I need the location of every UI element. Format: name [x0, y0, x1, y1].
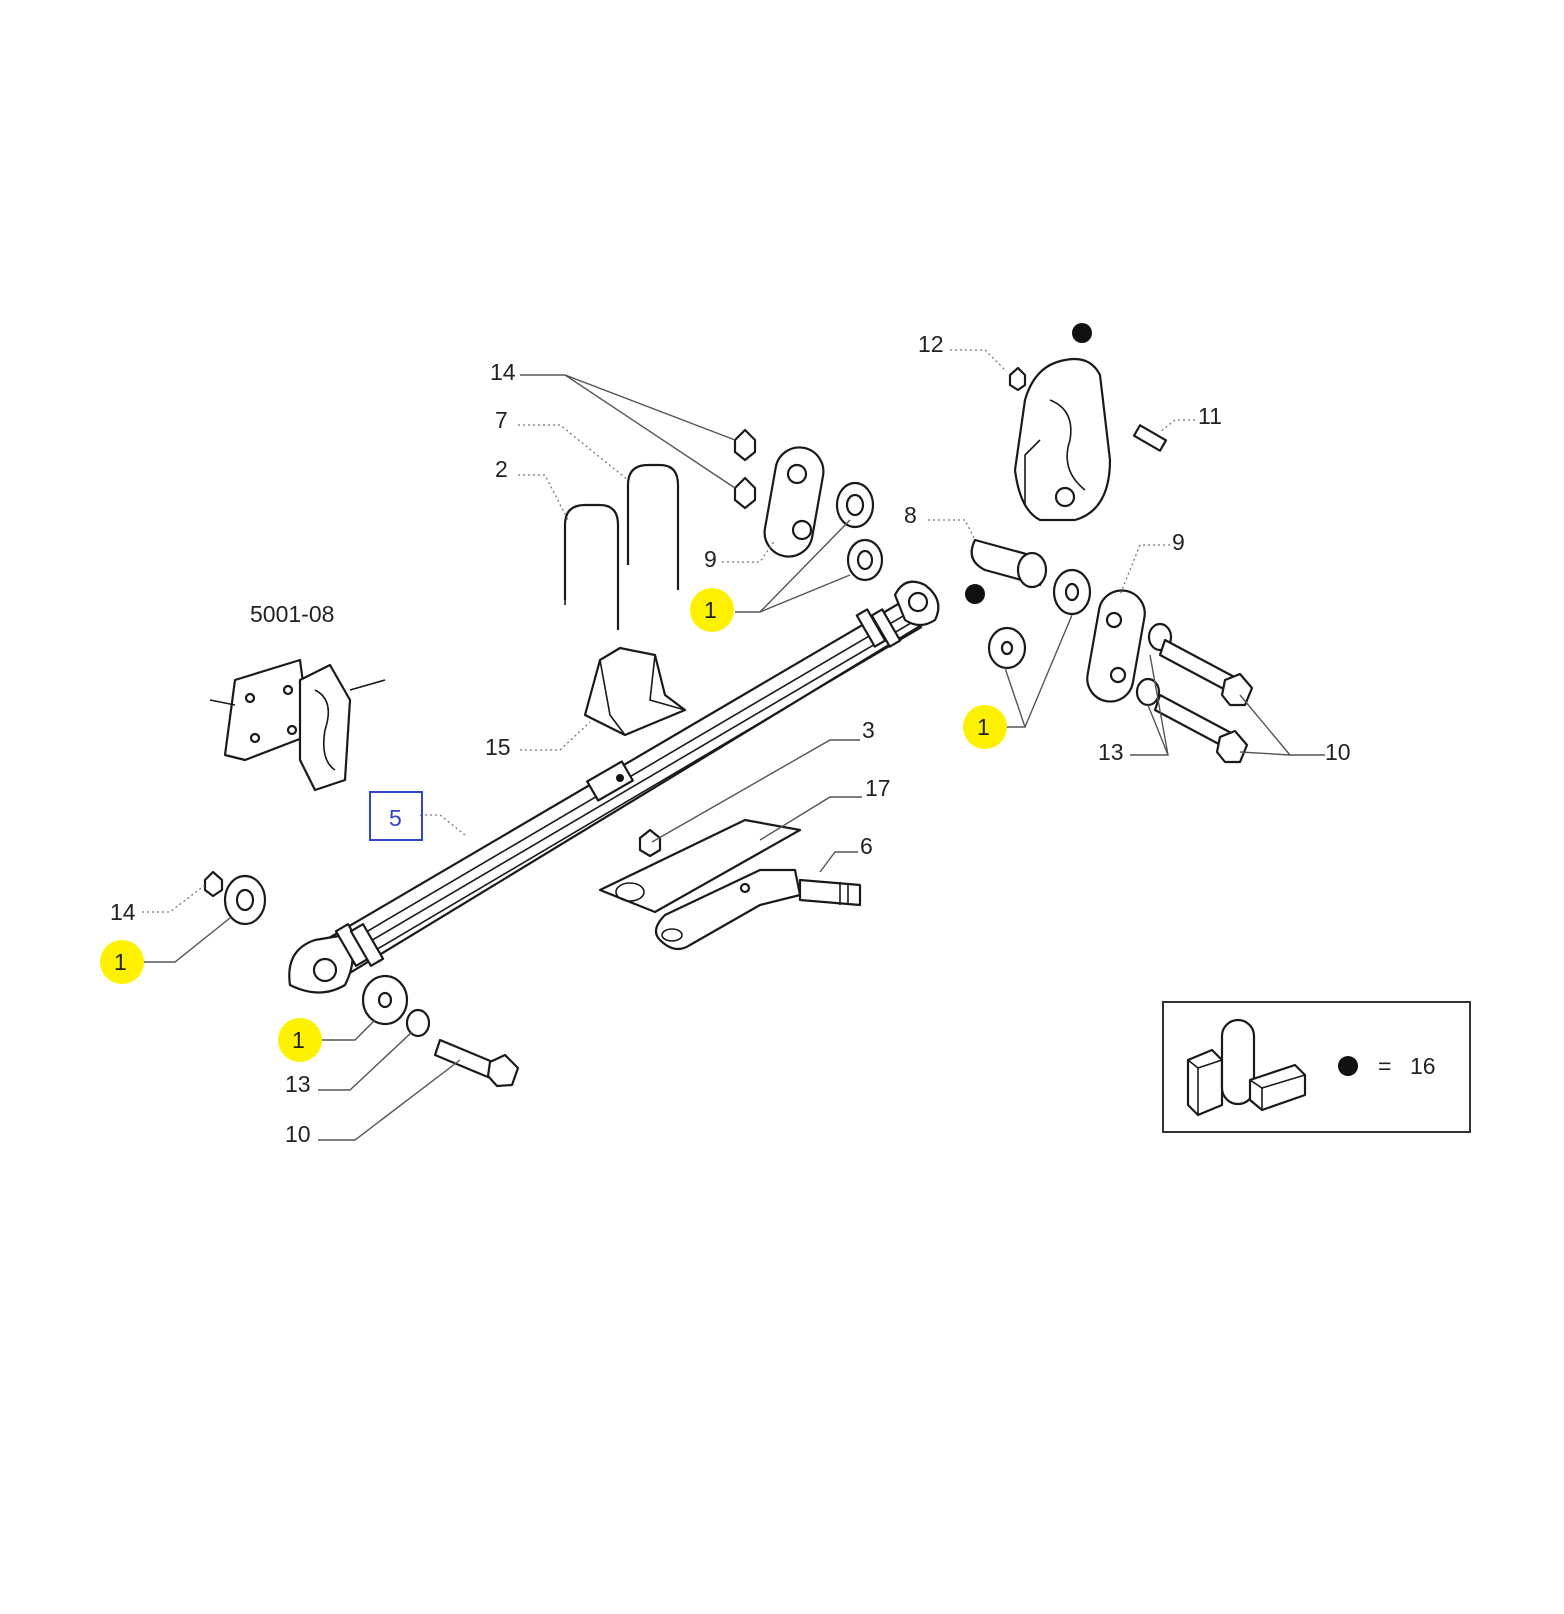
callout-1-bottom[interactable]: 1 — [292, 1027, 305, 1053]
callout-7[interactable]: 7 — [495, 407, 508, 433]
callout-1-top[interactable]: 1 — [704, 597, 717, 623]
kit-boxes-icon — [1186, 1018, 1307, 1117]
marker-dot-top — [1072, 323, 1092, 343]
bracket-6 — [654, 868, 862, 951]
highlight-1-left — [100, 940, 144, 984]
callout-10-right[interactable]: 10 — [1325, 739, 1351, 765]
callout-17[interactable]: 17 — [865, 775, 891, 801]
upper-shackle — [733, 428, 884, 582]
front-bracket-reference — [209, 658, 386, 792]
callout-13-bottom[interactable]: 13 — [285, 1071, 311, 1097]
u-bolts — [563, 463, 680, 630]
legend-box: = 16 — [1162, 1001, 1471, 1133]
callout-14-top[interactable]: 14 — [490, 359, 516, 385]
highlight-1-right — [963, 705, 1007, 749]
callout-9-top[interactable]: 9 — [704, 546, 717, 572]
callout-5[interactable]: 5 — [389, 805, 402, 831]
spring-saddle — [583, 646, 687, 737]
front-pin-parts — [203, 870, 520, 1088]
callout-11[interactable]: 11 — [1198, 403, 1222, 429]
nut-3 — [638, 828, 662, 858]
highlight-markers — [100, 588, 1007, 1062]
legend-dot — [1338, 1056, 1358, 1076]
legend-value: 16 — [1410, 1053, 1436, 1079]
highlight-1-top — [690, 588, 734, 632]
callout-14-left[interactable]: 14 — [110, 899, 136, 925]
rear-hanger-bracket — [1008, 357, 1168, 522]
callout-3[interactable]: 3 — [862, 717, 875, 743]
callout-8[interactable]: 8 — [904, 502, 917, 528]
callout-15[interactable]: 15 — [485, 734, 511, 760]
callout-1-left[interactable]: 1 — [114, 949, 127, 975]
marker-dot-left — [965, 584, 985, 604]
callout-12[interactable]: 12 — [918, 331, 944, 357]
reference-label[interactable]: 5001-08 — [250, 601, 334, 627]
callout-10-bottom[interactable]: 10 — [285, 1121, 311, 1147]
highlight-1-bottom — [278, 1018, 322, 1062]
rear-shackle-assembly — [970, 538, 1254, 764]
shim-plate — [598, 818, 802, 914]
legend-equals: = — [1378, 1053, 1391, 1079]
callout-labels: 14 7 2 9 1 12 11 8 9 1 13 10 15 3 17 6 1… — [110, 331, 1351, 1147]
callout-1-right[interactable]: 1 — [977, 714, 990, 740]
callout-9-right[interactable]: 9 — [1172, 529, 1185, 555]
leaf-spring — [288, 580, 940, 994]
leader-lines — [142, 349, 1325, 1141]
link-box-5[interactable]: 5 — [369, 791, 423, 841]
callout-13-right[interactable]: 13 — [1098, 739, 1124, 765]
callout-6[interactable]: 6 — [860, 833, 873, 859]
callout-2[interactable]: 2 — [495, 456, 508, 482]
